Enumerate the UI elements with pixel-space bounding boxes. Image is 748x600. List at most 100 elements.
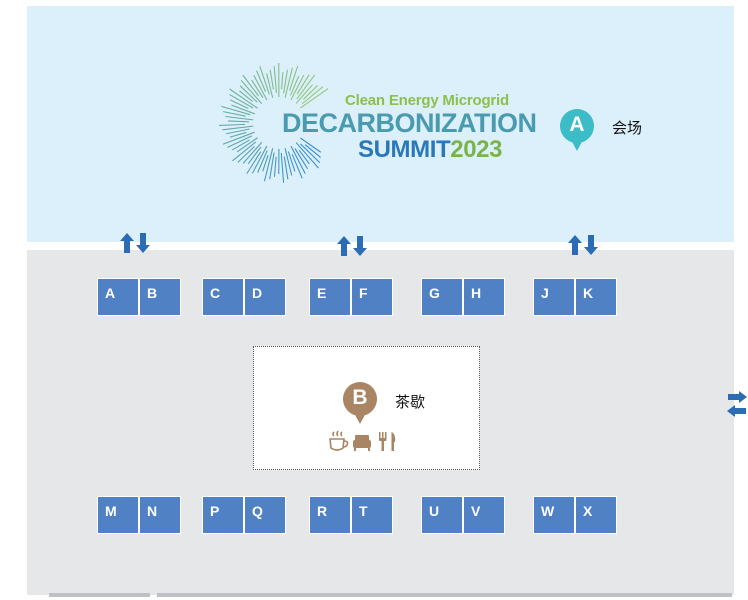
sunburst-ray [266,73,274,98]
map-pin-icon [342,382,377,424]
bottom-edge [27,595,734,600]
sunburst-ray [239,90,253,102]
sunburst-ray [229,88,258,109]
sunburst-ray [299,137,322,153]
booth-e[interactable]: E [309,278,351,316]
sunburst-ray [225,128,250,135]
sunburst-ray [304,144,321,158]
zone-a-pin: A [559,108,595,152]
booth-a[interactable]: A [97,278,139,316]
sunburst-ray [219,123,246,126]
sunburst-ray [242,74,259,97]
sunburst-ray [255,70,267,92]
sunburst-ray [247,146,262,165]
sunburst-ray [222,131,255,145]
logo-line-1: Clean Energy Microgrid [345,92,509,109]
zone-b-pin: B [342,381,378,425]
bottom-scrollbar-segment [49,593,150,597]
sunburst-ray [295,84,314,104]
booth-v[interactable]: V [463,496,505,534]
sunburst-ray [289,65,299,91]
booth-q[interactable]: Q [244,496,286,534]
booth-t[interactable]: T [351,496,393,534]
sunburst-ray [231,139,250,151]
sunburst-ray [295,142,319,169]
left-right-arrows-icon [726,390,748,418]
zone-b-label: 茶歇 [395,394,426,411]
bottom-scrollbar-track [157,593,732,597]
booth-g[interactable]: G [421,278,463,316]
sunburst-ray [232,141,257,162]
booth-h[interactable]: H [463,278,505,316]
main-hall-area [27,6,734,242]
booth-w[interactable]: W [533,496,575,534]
amenities-icons [327,429,399,453]
sunburst-ray [269,152,275,180]
sunburst-ray [290,74,305,101]
sunburst-icon [219,62,329,183]
fork-knife-icon [379,432,396,451]
sunburst-ray [229,131,247,138]
sunburst-ray [262,155,269,172]
zone-a-letter: A [569,113,585,136]
booth-b[interactable]: B [139,278,181,316]
logo-year-text: 2023 [450,136,503,163]
sunburst-ray [287,151,296,172]
sunburst-ray [251,79,264,98]
sunburst-ray [222,125,254,131]
booth-m[interactable]: M [97,496,139,534]
logo-line-2: DECARBONIZATION [282,108,537,138]
sunburst-ray [294,148,309,170]
sunburst-ray [269,69,274,90]
booth-c[interactable]: C [202,278,244,316]
booth-n[interactable]: N [139,496,181,534]
sunburst-ray [228,120,250,123]
sunburst-ray [299,88,329,109]
logo-summit-text: SUMMIT [358,136,451,163]
sunburst-ray [302,84,319,100]
sunburst-ray [259,65,270,95]
sunburst-ray [296,74,310,95]
booth-u[interactable]: U [421,496,463,534]
booth-k[interactable]: K [575,278,617,316]
sunburst-ray [290,75,300,96]
sunburst-ray [253,75,268,101]
sunburst-ray [298,149,310,165]
up-down-arrows-icon [567,234,599,256]
booth-d[interactable]: D [244,278,286,316]
sunburst-ray [237,146,255,163]
booth-p[interactable]: P [202,496,244,534]
booth-x[interactable]: X [575,496,617,534]
logo-line-3: SUMMIT2023 [358,136,502,164]
sunburst-ray [236,137,258,153]
sunburst-ray [229,94,254,109]
summit-logo: Clean Energy Microgrid DECARBONIZATION S… [214,58,537,188]
sunburst-ray [283,156,289,180]
sunburst-ray [225,115,254,121]
sunburst-ray [291,154,303,179]
sunburst-ray [281,72,284,90]
up-down-arrows-icon [119,232,151,254]
sunburst-ray [229,99,249,109]
zone-b-letter: B [352,386,368,409]
sunburst-ray [301,86,324,105]
sunburst-ray [273,66,278,94]
sunburst-ray [231,104,255,115]
sunburst-ray [284,148,293,176]
sunburst-ray [240,80,263,104]
sunburst-ray [273,156,277,177]
sunburst-ray [246,151,262,174]
booth-j[interactable]: J [533,278,575,316]
booth-f[interactable]: F [351,278,393,316]
sunburst-ray [280,152,285,183]
sunburst-ray [300,143,321,164]
sunburst-ray [221,105,251,116]
booth-r[interactable]: R [309,496,351,534]
sunburst-ray [242,142,263,164]
sunburst-ray [251,145,268,174]
sunburst-ray [290,145,306,174]
sunburst-ray [257,150,268,173]
sunburst-ray [263,148,274,182]
sunburst-ray [239,85,258,103]
